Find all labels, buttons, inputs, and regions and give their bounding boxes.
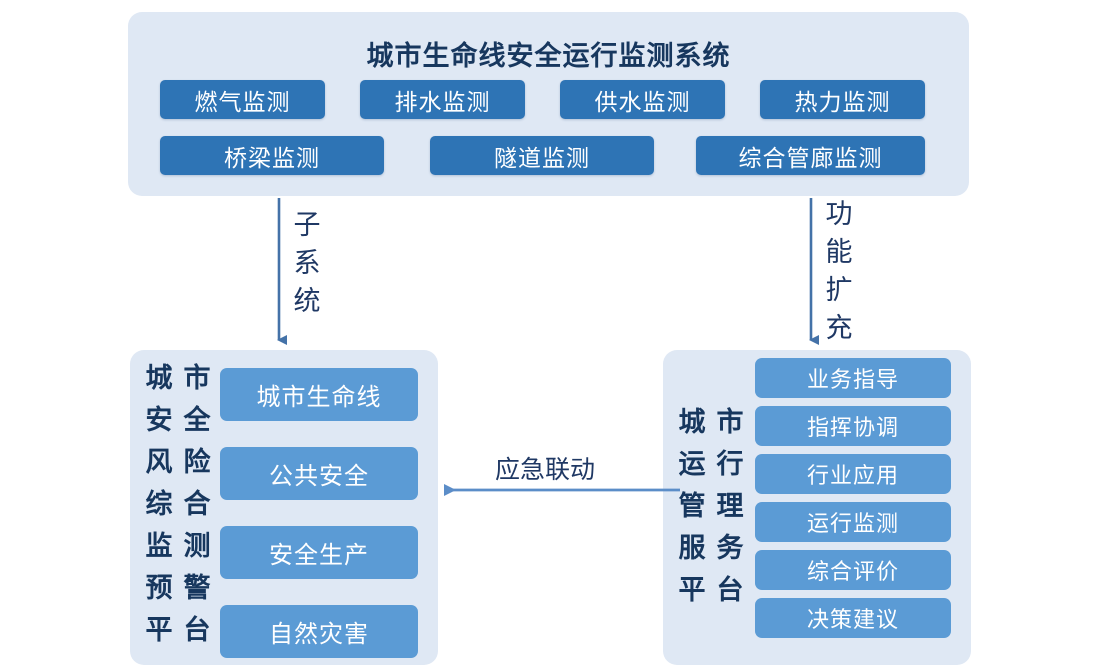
vertical-label-char: 行 — [716, 449, 744, 480]
arrow-label-char: 充 — [825, 313, 853, 344]
page-title: 城市生命线安全运行监测系统 — [366, 41, 731, 72]
arrow-label-char: 子 — [293, 210, 321, 241]
arrow-label-char: 统 — [293, 286, 321, 317]
subchip-public-safety[interactable]: 公共安全 — [220, 447, 418, 500]
vertical-label-char: 运 — [678, 449, 706, 480]
vertical-label-char: 服 — [678, 533, 706, 564]
vertical-label-char: 台 — [716, 575, 744, 606]
chip-bridge-monitoring[interactable]: 桥梁监测 — [160, 136, 384, 175]
vertical-label-char: 台 — [183, 615, 211, 646]
urban-operation-service-platform-panel: 城市运行管理服务平台 业务指导 指挥协调 行业应用 运行监测 综合评价 决策建议 — [663, 350, 971, 665]
left-panel-vertical-label: 城市安全风险综合监测预警平台 — [140, 358, 216, 652]
chip-utility-tunnel-monitoring[interactable]: 综合管廊监测 — [696, 136, 925, 175]
chip-gas-monitoring[interactable]: 燃气监测 — [160, 80, 325, 119]
vertical-label-char: 管 — [678, 491, 706, 522]
urban-safety-risk-platform-panel: 城市安全风险综合监测预警平台 城市生命线 公共安全 安全生产 自然灾害 — [130, 350, 438, 665]
subchip-operation-monitoring[interactable]: 运行监测 — [755, 502, 951, 542]
subchip-industry-application[interactable]: 行业应用 — [755, 454, 951, 494]
subchip-command-coordination[interactable]: 指挥协调 — [755, 406, 951, 446]
arrow-label-char: 能 — [825, 237, 853, 268]
vertical-label-char: 预 — [145, 573, 173, 604]
arrow-label-emergency-linkage: 应急联动 — [495, 455, 596, 484]
arrow-label-function-expansion: 功能扩充 — [822, 196, 856, 348]
arrow-label-char: 系 — [293, 248, 321, 279]
subchip-work-safety[interactable]: 安全生产 — [220, 526, 418, 579]
vertical-label-char: 监 — [145, 531, 173, 562]
vertical-label-char: 险 — [183, 447, 211, 478]
arrow-label-subsystem: 子系统 — [290, 207, 324, 321]
vertical-label-char: 理 — [716, 491, 744, 522]
subchip-natural-disaster[interactable]: 自然灾害 — [220, 605, 418, 658]
arrow-label-char: 功 — [825, 199, 853, 230]
vertical-label-char: 警 — [183, 573, 211, 604]
subchip-comprehensive-evaluation[interactable]: 综合评价 — [755, 550, 951, 590]
vertical-label-char: 测 — [183, 531, 211, 562]
vertical-label-char: 风 — [145, 447, 173, 478]
vertical-label-char: 务 — [716, 533, 744, 564]
vertical-label-char: 合 — [183, 489, 211, 520]
top-system-panel: 城市生命线安全运行监测系统 燃气监测 排水监测 供水监测 热力监测 桥梁监测 隧… — [128, 12, 969, 196]
right-panel-vertical-label: 城市运行管理服务平台 — [673, 402, 749, 612]
arrow-label-char: 扩 — [825, 275, 853, 306]
subchip-decision-suggestion[interactable]: 决策建议 — [755, 598, 951, 638]
chip-water-supply-monitoring[interactable]: 供水监测 — [560, 80, 725, 119]
subchip-city-lifeline[interactable]: 城市生命线 — [220, 368, 418, 421]
chip-drainage-monitoring[interactable]: 排水监测 — [360, 80, 525, 119]
subchip-business-guidance[interactable]: 业务指导 — [755, 358, 951, 398]
vertical-label-char: 城 — [678, 407, 706, 438]
vertical-label-char: 安 — [145, 405, 173, 436]
vertical-label-char: 城 — [145, 363, 173, 394]
vertical-label-char: 市 — [183, 363, 211, 394]
vertical-label-char: 全 — [183, 405, 211, 436]
chip-tunnel-monitoring[interactable]: 隧道监测 — [430, 136, 654, 175]
vertical-label-char: 综 — [145, 489, 173, 520]
vertical-label-char: 平 — [678, 575, 706, 606]
vertical-label-char: 平 — [145, 615, 173, 646]
chip-heating-monitoring[interactable]: 热力监测 — [760, 80, 925, 119]
vertical-label-char: 市 — [716, 407, 744, 438]
